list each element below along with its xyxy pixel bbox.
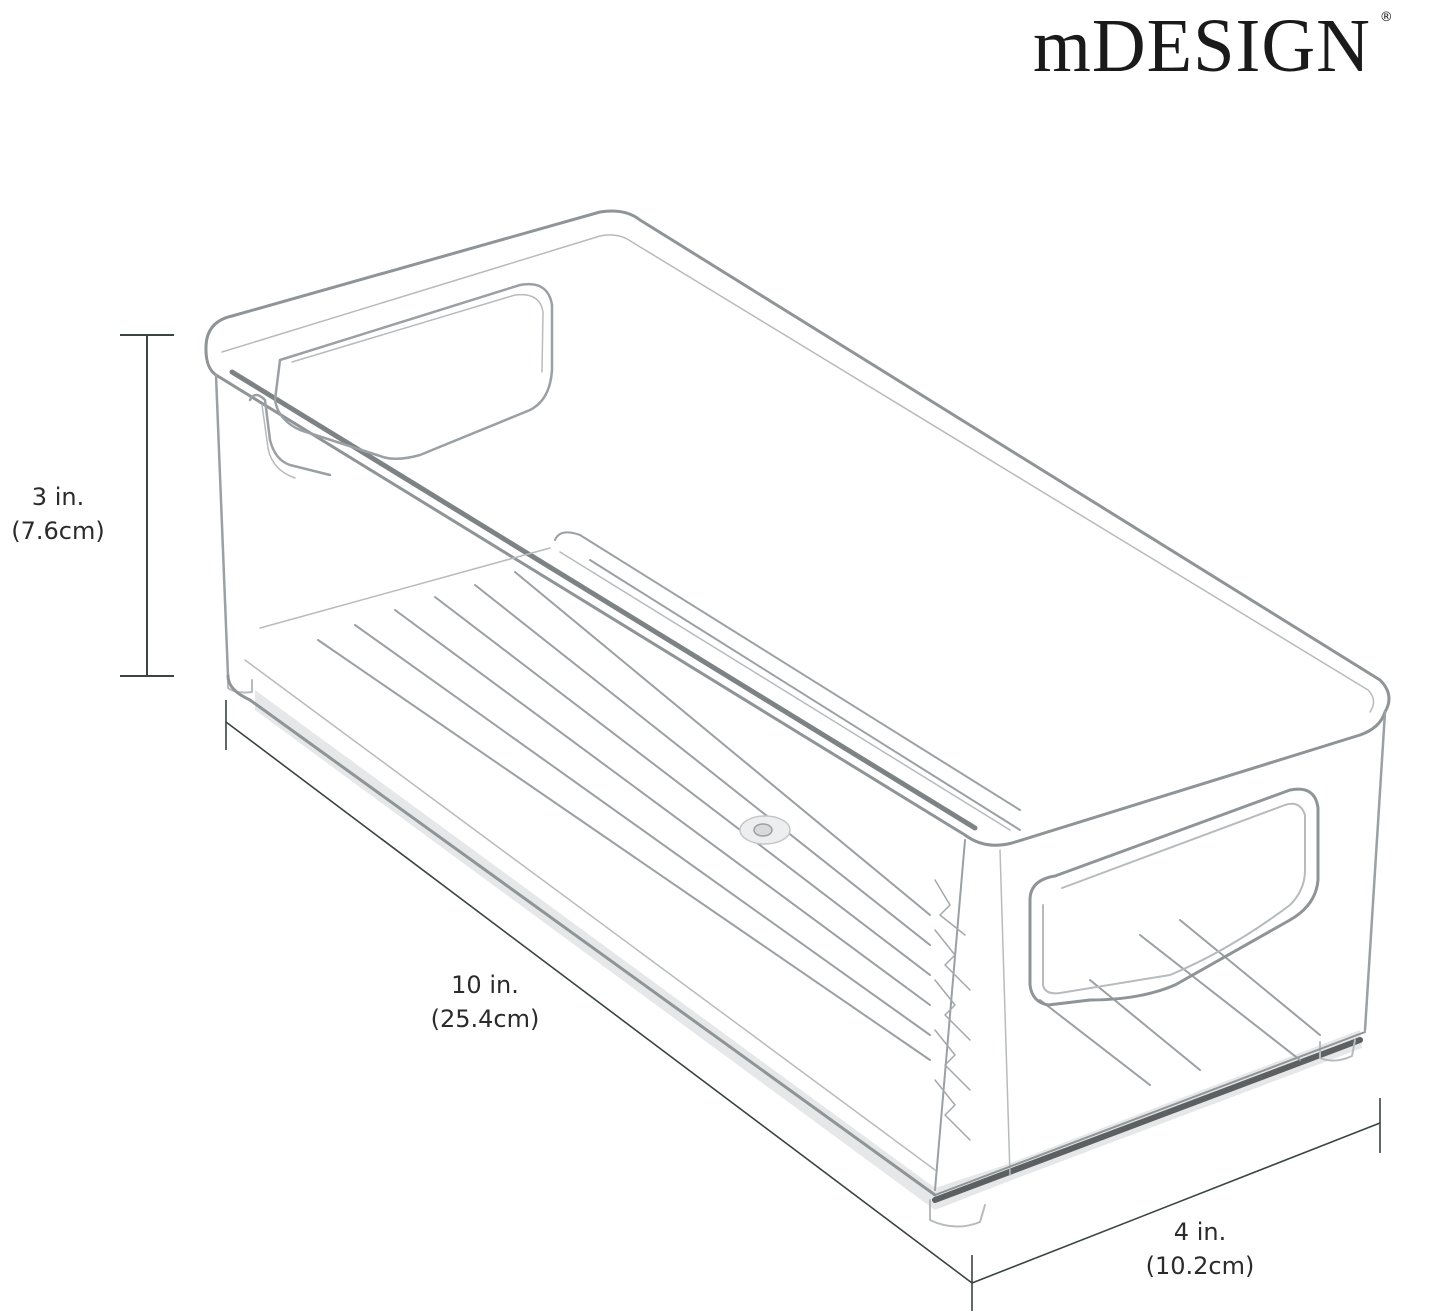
foot-back-right: [1319, 1039, 1356, 1062]
top-rim: [204, 209, 1391, 847]
length-dimension-line: [225, 700, 973, 1311]
left-handle-cutout: [248, 393, 332, 477]
height-metric: (7.6cm): [11, 517, 105, 545]
base-shadow: [255, 690, 1362, 1210]
right-bottom-edge: [934, 1031, 1366, 1196]
width-imperial: 4 in.: [1173, 1218, 1227, 1246]
brand-logo: mDESIGN ®: [1033, 6, 1393, 86]
interior-floor-back: [554, 531, 1021, 811]
front-bottom-edge: [226, 674, 937, 1197]
height-dimension-line: [120, 334, 174, 677]
back-right-edge: [1363, 710, 1387, 1032]
length-imperial: 10 in.: [451, 971, 519, 999]
brand-name: mDESIGN: [1033, 4, 1371, 88]
front-right-edge: [934, 839, 966, 1191]
height-label: 3 in. (7.6cm): [0, 480, 116, 548]
width-label: 4 in. (10.2cm): [1110, 1215, 1290, 1283]
width-metric: (10.2cm): [1145, 1252, 1255, 1280]
length-metric: (25.4cm): [430, 1005, 540, 1033]
length-label: 10 in. (25.4cm): [405, 968, 565, 1036]
height-imperial: 3 in.: [31, 483, 85, 511]
floor-ridges: [317, 559, 1321, 1086]
refraction-lines: [934, 879, 971, 1141]
front-left-edge: [214, 373, 230, 678]
foot-front-right: [929, 1199, 986, 1228]
storage-bin-illustration: [204, 209, 1391, 1228]
registered-mark: ®: [1379, 10, 1393, 25]
width-dimension-line: [971, 1098, 1381, 1284]
right-handle-cutout: [1028, 787, 1320, 1007]
back-handle-cutout: [273, 282, 554, 460]
